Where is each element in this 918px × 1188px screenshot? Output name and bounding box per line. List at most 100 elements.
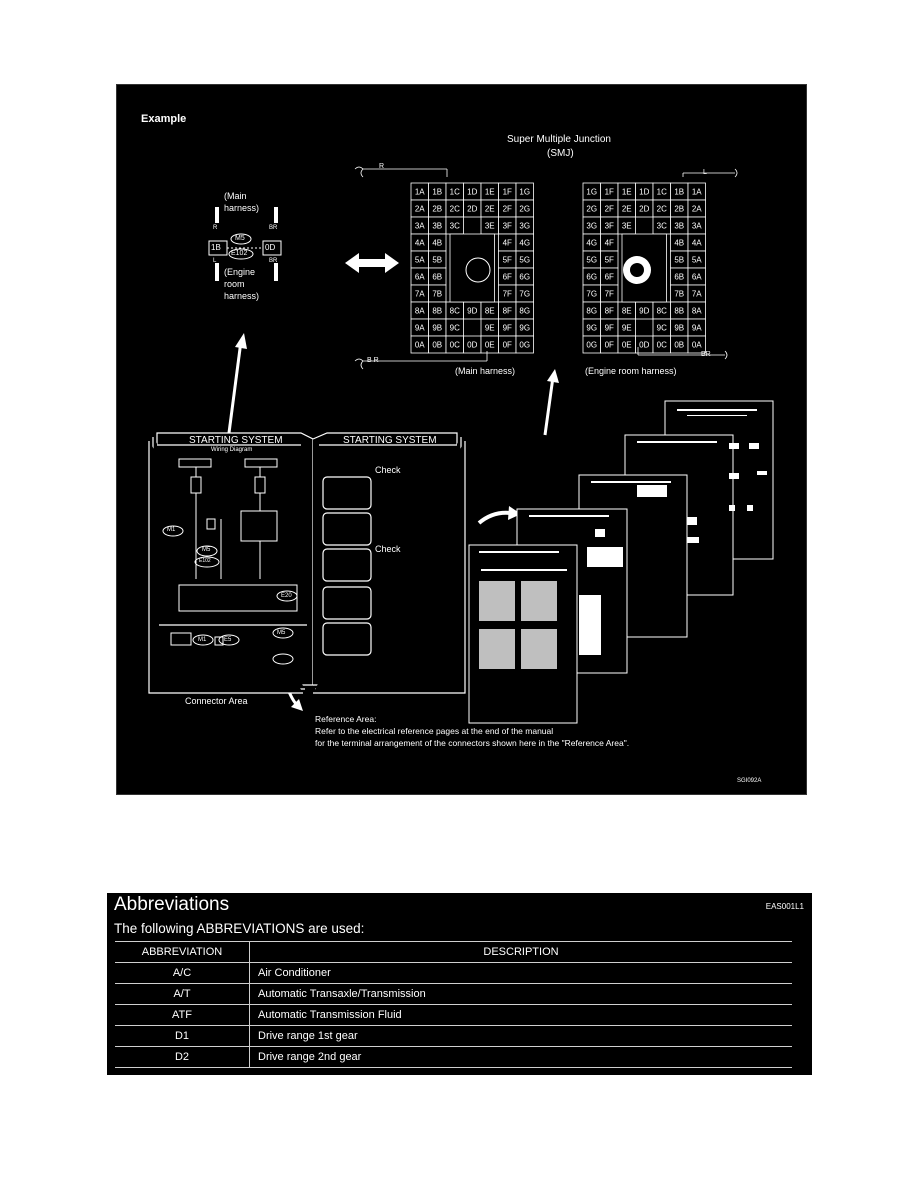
terminal-label: 0B (432, 341, 442, 350)
terminal-label: 7F (503, 290, 512, 299)
callout-engine-line3: harness) (224, 291, 260, 301)
table-row: D1 Drive range 1st gear (115, 1025, 792, 1047)
terminal-label: 1E (485, 188, 495, 197)
abbreviations-section: Abbreviations EAS001L1 The following ABB… (107, 893, 812, 1075)
callout-wire-br: BR (269, 225, 278, 231)
terminal-label: 2D (639, 205, 649, 214)
terminal-label: 6F (503, 273, 512, 282)
terminal-label: 9E (622, 324, 632, 333)
terminal-cell (515, 335, 534, 354)
terminal-label: 4B (674, 239, 684, 248)
terminal-label: 4F (605, 239, 614, 248)
reference-arrow-icon (543, 369, 559, 436)
desc-cell: Drive range 2nd gear (249, 1046, 792, 1068)
book-conn-e5: E5 (224, 637, 232, 643)
terminal-label: 8G (519, 307, 530, 316)
terminal-label: 3E (485, 222, 495, 231)
callout-wire-r: R (213, 225, 218, 231)
terminal-label: 1D (467, 188, 477, 197)
abbr-cell: D2 (115, 1046, 250, 1068)
terminal-label: 1G (586, 188, 597, 197)
terminal-label: 8A (692, 307, 702, 316)
terminal-label: 8E (622, 307, 632, 316)
terminal-label: 8C (450, 307, 460, 316)
terminal-label: 2F (503, 205, 512, 214)
terminal-label: 2B (674, 205, 684, 214)
terminal-label: 9C (657, 324, 667, 333)
terminal-label: 9E (485, 324, 495, 333)
terminal-label: 7A (692, 290, 702, 299)
terminal-label: 3E (622, 222, 632, 231)
terminal-label: 2E (622, 205, 632, 214)
terminal-label: 5F (503, 256, 512, 265)
reference-line1: Refer to the electrical reference pages … (315, 726, 554, 736)
terminal-label: 7B (674, 290, 684, 299)
terminal-label: 8B (674, 307, 684, 316)
callout-top-conn: M5 (235, 235, 245, 242)
callout-wire-l: L (213, 258, 217, 264)
table-row: A/T Automatic Transaxle/Transmission (115, 983, 792, 1005)
column-header-description: DESCRIPTION (249, 941, 792, 963)
terminal-label: 3A (692, 222, 702, 231)
callout-left-pin: 1B (211, 243, 221, 252)
terminal-label: 3F (605, 222, 614, 231)
terminal-label: 4G (519, 239, 530, 248)
terminal-label: 0A (692, 341, 702, 350)
terminal-label: 6G (586, 273, 597, 282)
terminal-label: 5A (415, 256, 425, 265)
terminal-label: 3B (674, 222, 684, 231)
smj-center-block (449, 233, 495, 303)
reference-connector-tile (521, 629, 557, 669)
terminal-label: 0B (674, 341, 684, 350)
terminal-label: 0G (519, 341, 530, 350)
terminal-label: 1C (450, 188, 460, 197)
terminal-label: 6A (415, 273, 425, 282)
abbreviations-table: ABBREVIATION DESCRIPTION A/C Air Conditi… (115, 941, 792, 1068)
terminal-label: 6A (692, 273, 702, 282)
connector-callout-drawing (208, 207, 282, 281)
terminal-label: 9F (605, 324, 614, 333)
reference-page-connector-tiles (479, 581, 557, 669)
terminal-label: 0G (586, 341, 597, 350)
column-header-abbreviation: ABBREVIATION (115, 941, 250, 963)
terminal-label: 1G (519, 188, 530, 197)
abbreviations-intro: The following ABBREVIATIONS are used: (114, 921, 365, 936)
callout-main-line1: (Main (224, 191, 247, 201)
terminal-cell (687, 335, 706, 354)
terminal-label: 1C (657, 188, 667, 197)
book-conn-m1-bottom: M1 (198, 637, 207, 643)
book-conn-ovals (162, 525, 298, 665)
terminal-label: 8C (657, 307, 667, 316)
terminal-label: 7A (415, 290, 425, 299)
terminal-label: 9B (674, 324, 684, 333)
curved-arrow-icon (477, 506, 521, 525)
abbr-cell: ATF (115, 1004, 250, 1026)
reference-connector-tile (521, 581, 557, 621)
book-conn-m1: M1 (167, 527, 176, 533)
terminal-label: 2G (586, 205, 597, 214)
terminal-label: 0E (622, 341, 632, 350)
terminal-label: 5G (519, 256, 530, 265)
terminal-label: 8F (503, 307, 512, 316)
smj-key-hole (630, 263, 644, 277)
terminal-label: 3F (503, 222, 512, 231)
reference-area-label: Reference Area: (315, 714, 377, 724)
terminal-label: 2F (605, 205, 614, 214)
terminal-label: 9A (415, 324, 425, 333)
abbr-cell: A/C (115, 962, 250, 984)
callout-right-pin: 0D (265, 243, 276, 252)
terminal-label: 9C (450, 324, 460, 333)
terminal-label: 2A (415, 205, 425, 214)
terminal-label: 1B (432, 188, 442, 197)
smj-abbr: (SMJ) (547, 148, 574, 159)
table-header-row: ABBREVIATION DESCRIPTION (115, 941, 792, 963)
terminal-label: 0D (639, 341, 649, 350)
callout-engine-line1: (Engine (224, 267, 256, 277)
abbr-cell: A/T (115, 983, 250, 1005)
callout-main-line2: harness) (224, 203, 260, 213)
terminal-label: 9D (639, 307, 649, 316)
desc-cell: Automatic Transaxle/Transmission (249, 983, 792, 1005)
